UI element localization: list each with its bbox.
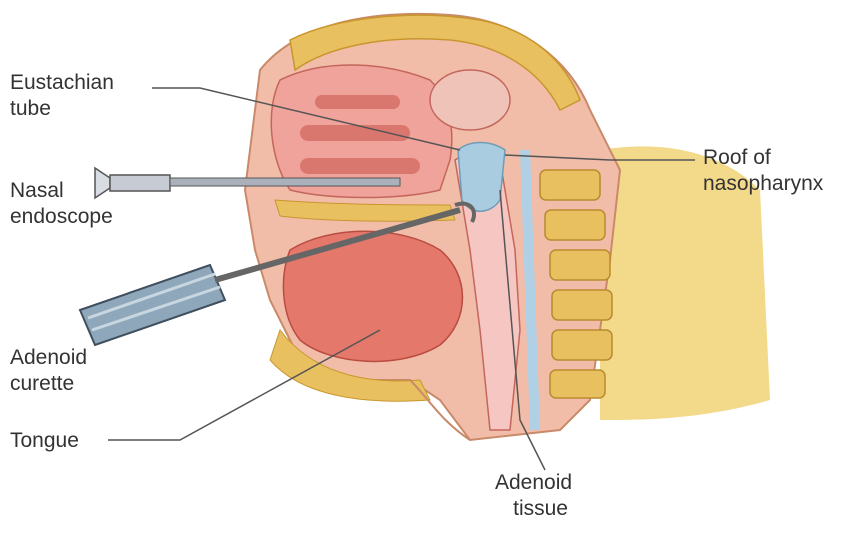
- label-eustachian-line2: tube: [10, 96, 114, 122]
- label-nasal-endoscope: Nasal endoscope: [10, 178, 113, 230]
- label-adenoid-tissue: Adenoid tissue: [495, 470, 572, 522]
- label-adenoid-tissue-line1: Adenoid: [495, 470, 572, 496]
- turbinate-lower: [300, 158, 420, 174]
- label-roof-line2: nasopharynx: [703, 171, 823, 197]
- adenoid-tissue-shape: [458, 143, 505, 212]
- label-adenoid-curette: Adenoid curette: [10, 345, 87, 397]
- label-adenoid-tissue-line2: tissue: [495, 496, 572, 522]
- label-curette-line2: curette: [10, 371, 87, 397]
- label-roof-line1: Roof of: [703, 145, 823, 171]
- label-roof-nasopharynx: Roof of nasopharynx: [703, 145, 823, 197]
- label-curette-line1: Adenoid: [10, 345, 87, 371]
- turbinate-upper: [315, 95, 400, 109]
- label-eustachian-line1: Eustachian: [10, 70, 114, 96]
- label-eustachian-tube: Eustachian tube: [10, 70, 114, 122]
- label-tongue: Tongue: [10, 428, 79, 454]
- turbinate-middle: [300, 125, 410, 141]
- label-endoscope-line1: Nasal: [10, 178, 113, 204]
- sphenoid-sinus: [430, 70, 510, 130]
- label-endoscope-line2: endoscope: [10, 204, 113, 230]
